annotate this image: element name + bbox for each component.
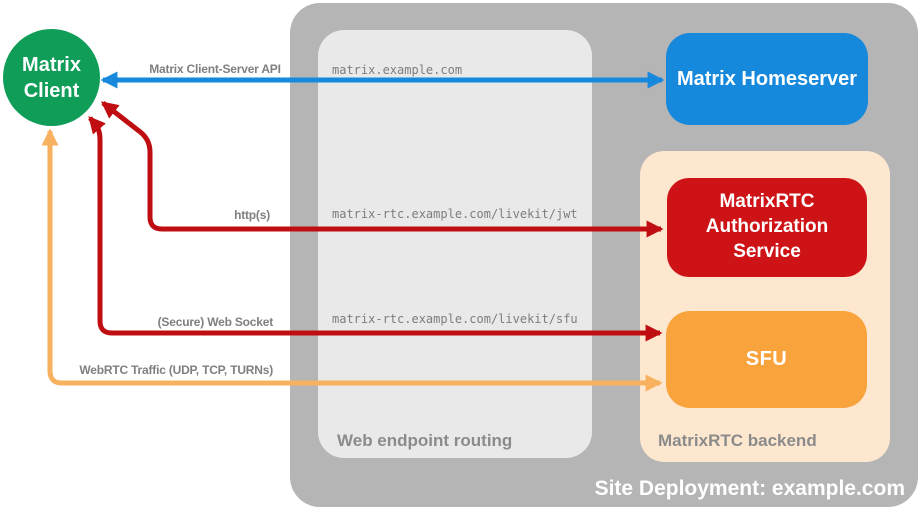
endpoint-url-livekit-jwt: matrix-rtc.example.com/livekit/jwt [332, 207, 578, 221]
web-endpoint-routing-label: Web endpoint routing [337, 431, 513, 450]
webrtc-traffic-arrow-label: WebRTC Traffic (UDP, TCP, TURNs) [79, 363, 273, 377]
matrix-homeserver-node: Matrix Homeserver [666, 33, 868, 125]
client-server-api-arrow-label: Matrix Client-Server API [149, 62, 281, 76]
https-arrow-label: http(s) [234, 208, 270, 222]
sfu-node: SFU [666, 311, 867, 408]
matrixrtc-auth-service-node: MatrixRTC Authorization Service [667, 178, 867, 277]
matrixrtc-backend-label: MatrixRTC backend [658, 431, 817, 450]
web-endpoint-routing-box: Web endpoint routing [318, 30, 592, 458]
site-deployment-label: Site Deployment: example.com [594, 477, 905, 500]
websocket-arrow-label: (Secure) Web Socket [157, 315, 274, 329]
endpoint-url-homeserver: matrix.example.com [332, 63, 463, 77]
endpoint-url-livekit-sfu: matrix-rtc.example.com/livekit/sfu [332, 312, 578, 326]
matrix-client-node: Matrix Client [3, 29, 100, 126]
